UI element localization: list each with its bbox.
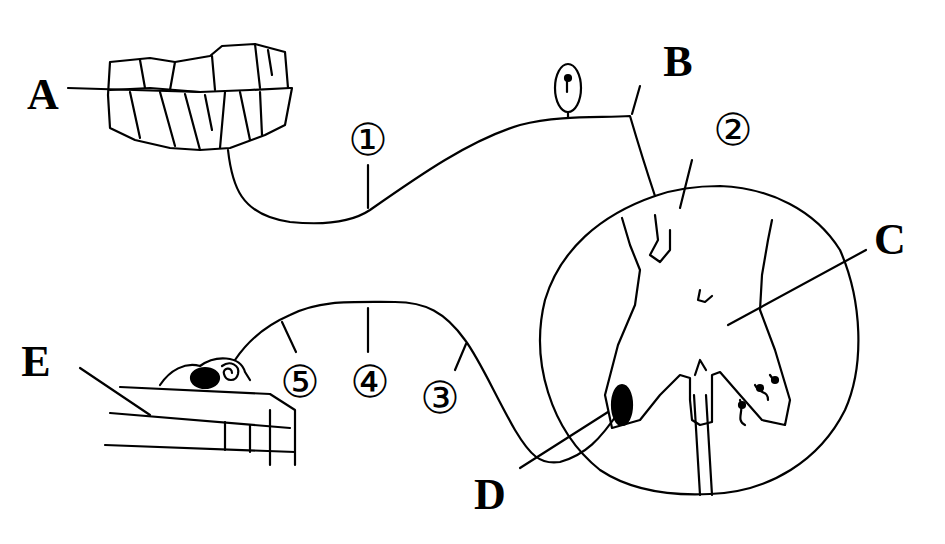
part-letter: E xyxy=(21,340,50,384)
part-letter: D xyxy=(474,473,506,517)
part-letter: A xyxy=(27,73,59,117)
afferent-nerve xyxy=(228,116,655,223)
leader-line xyxy=(68,88,200,92)
leader-line xyxy=(728,250,866,325)
leader-line xyxy=(367,308,369,352)
ganglion-axon xyxy=(566,80,568,92)
leader-line xyxy=(80,368,150,415)
ganglion xyxy=(555,64,581,112)
effector xyxy=(105,358,295,465)
leader-line xyxy=(520,412,608,468)
receptor xyxy=(108,44,292,150)
callout-number: ③ xyxy=(420,376,459,420)
leader-line xyxy=(680,160,692,208)
callout-number: ⑤ xyxy=(280,360,319,404)
leader-line xyxy=(455,344,466,370)
part-letter: C xyxy=(874,218,906,262)
leader-line xyxy=(367,165,369,208)
callout-number: ② xyxy=(713,108,752,152)
efferent-nerve xyxy=(235,302,620,463)
callout-number: ④ xyxy=(350,360,389,404)
leader-line xyxy=(632,86,640,114)
part-letter: B xyxy=(663,40,692,84)
leader-line xyxy=(282,322,296,352)
callout-number: ① xyxy=(348,118,387,162)
ganglion-stalk xyxy=(567,112,569,118)
